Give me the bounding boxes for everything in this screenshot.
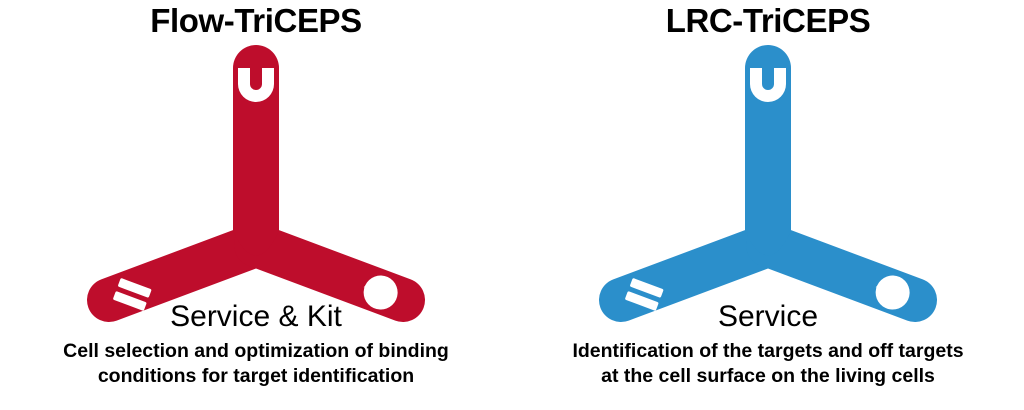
circle-with-tab-icon [363, 275, 398, 310]
junction-fill [234, 188, 278, 256]
panel-flow-triceps: Flow-TriCEPS [0, 2, 512, 389]
double-bar-icon [625, 278, 664, 311]
caption-line: Identification of the targets and off ta… [572, 340, 964, 362]
junction-fill [746, 188, 790, 256]
caption-line: Cell selection and optimization of bindi… [63, 340, 449, 362]
triceps-body-blue [599, 45, 937, 322]
service-label-lrc: Service [717, 300, 819, 333]
lower-left-arm-stroke [599, 223, 790, 322]
caption-line: at the cell surface on the living cells [601, 365, 935, 387]
triceps-body-red [87, 45, 425, 322]
caption-lrc: Identification of the targets and off ta… [512, 339, 1024, 389]
lower-left-arm-stroke [87, 223, 278, 322]
triceps-glyph-lrc [512, 38, 1024, 323]
page-title-flow-triceps: Flow-TriCEPS [150, 2, 362, 39]
triceps-glyph-flow [0, 38, 512, 323]
triceps-molecule-svg-red [87, 45, 425, 322]
caption-flow: Cell selection and optimization of bindi… [0, 339, 512, 389]
u-shaped-notch-icon [750, 68, 786, 102]
page-title-lrc-triceps: LRC-TriCEPS [665, 2, 871, 39]
service-label-flow: Service & Kit [170, 300, 342, 333]
circle-with-tab-icon [875, 275, 910, 310]
double-bar-icon [113, 278, 152, 311]
u-shaped-notch-icon [238, 68, 274, 102]
caption-line: conditions for target identification [97, 365, 415, 387]
panel-lrc-triceps: LRC-TriCEPS [512, 0, 1024, 410]
triceps-molecule-svg-blue [599, 45, 937, 322]
